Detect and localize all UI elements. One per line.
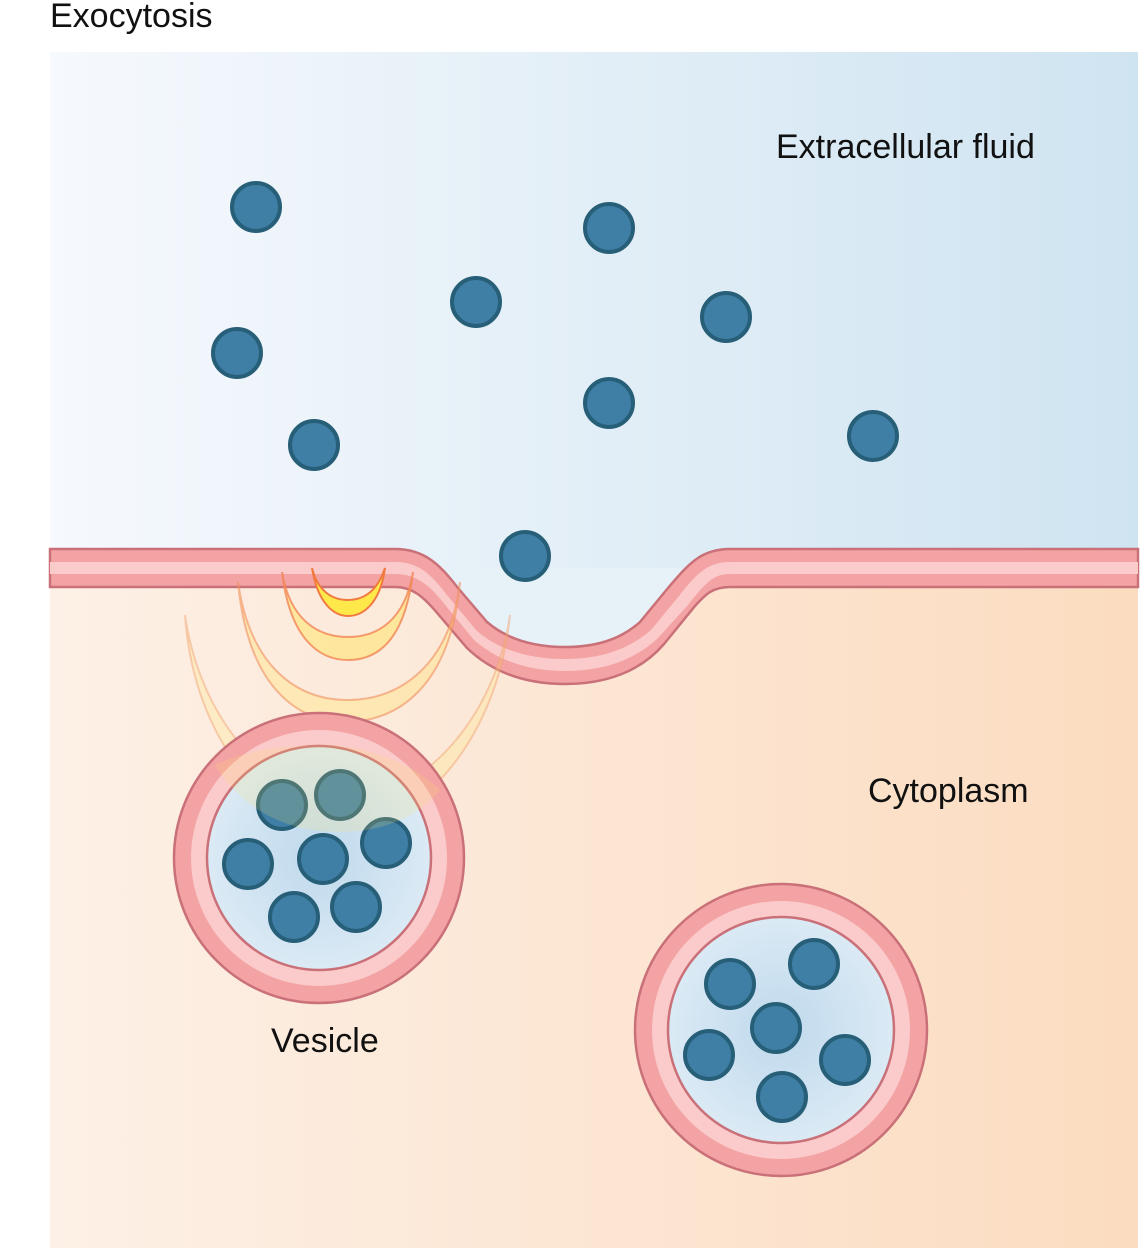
vesicle-2-cargo: [683, 938, 871, 1123]
molecule: [222, 838, 274, 890]
molecule: [583, 377, 635, 429]
released-molecules: [211, 181, 899, 582]
molecule: [704, 958, 756, 1010]
molecule: [360, 817, 412, 869]
extracellular-label: Extracellular fluid: [776, 128, 1035, 166]
plasma-membrane-inner-layer: [50, 562, 1138, 671]
fusion-glow-overlay: [215, 745, 440, 832]
molecule: [211, 327, 263, 379]
molecule: [314, 769, 366, 821]
molecule: [788, 938, 840, 990]
fusion-arc-2: [281, 571, 414, 662]
diagram-title: Exocytosis: [50, 0, 213, 35]
molecule: [268, 891, 320, 943]
fusion-arc-3: [237, 581, 461, 724]
molecule: [756, 1071, 808, 1123]
molecule: [683, 1029, 735, 1081]
molecule: [583, 202, 635, 254]
vesicle-resting: [633, 882, 929, 1178]
molecule: [288, 419, 340, 471]
molecule: [819, 1034, 871, 1086]
molecule: [750, 1002, 802, 1054]
membrane-pocket-fill: [395, 568, 735, 665]
molecule: [499, 530, 551, 582]
vesicle-fusing: [172, 711, 466, 1005]
molecule: [450, 276, 502, 328]
vesicle-1-cargo: [222, 769, 412, 943]
vesicle-label: Vesicle: [271, 1022, 379, 1060]
molecule: [256, 779, 308, 831]
fusion-arc-inner: [311, 567, 386, 618]
cytoplasm-label: Cytoplasm: [868, 772, 1029, 810]
molecule: [230, 181, 282, 233]
molecule: [330, 881, 382, 933]
molecule: [297, 833, 349, 885]
molecule: [700, 291, 752, 343]
extracellular-region: [50, 52, 1138, 572]
molecule: [847, 410, 899, 462]
